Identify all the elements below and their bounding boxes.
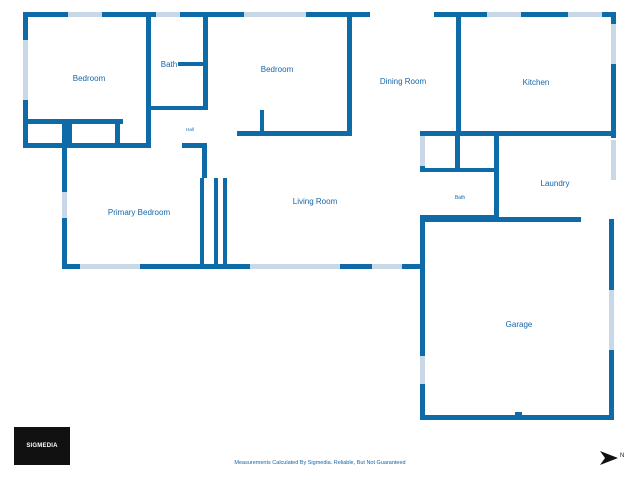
- room-labels: Bedroom Bath Bedroom Dining Room Kitchen…: [73, 60, 570, 329]
- north-letter: N: [620, 453, 625, 459]
- room-label-dining-room: Dining Room: [380, 77, 427, 86]
- room-label-bedroom-2: Bedroom: [261, 65, 294, 74]
- footer-disclaimer: Measurements Calculated By Sigmedia. Rel…: [234, 460, 406, 466]
- north-arrow-icon: [600, 451, 618, 465]
- windows: [23, 12, 616, 384]
- room-label-bath-1: Bath: [161, 60, 177, 69]
- room-label-living-room: Living Room: [293, 197, 338, 206]
- room-label-garage: Garage: [506, 320, 533, 329]
- sigmedia-logo: SIGMEDIA: [14, 427, 70, 465]
- room-label-kitchen: Kitchen: [523, 78, 550, 87]
- room-label-bath-2: Bath: [455, 195, 466, 201]
- room-label-primary-bedroom: Primary Bedroom: [108, 208, 171, 217]
- logo-text: SIGMEDIA: [26, 443, 58, 449]
- room-label-hall: Hall: [186, 127, 194, 132]
- room-label-bedroom-1: Bedroom: [73, 74, 106, 83]
- room-label-laundry: Laundry: [541, 179, 570, 188]
